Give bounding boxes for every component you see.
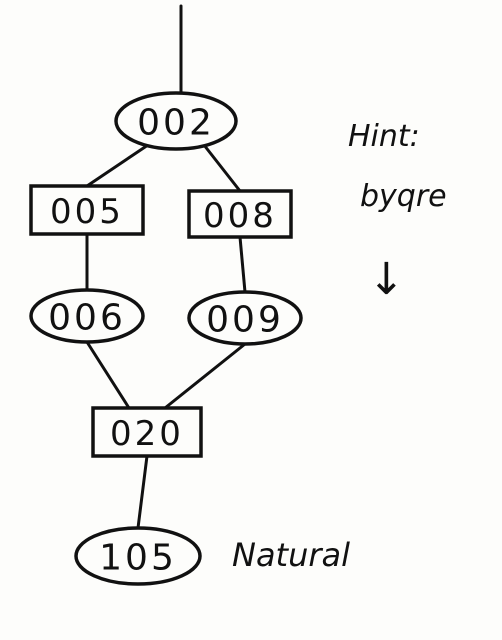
edge-006-to-020: [85, 340, 131, 410]
edge-002-to-008: [202, 143, 242, 193]
node-002-label: 002: [137, 103, 215, 144]
nodes-layer: 002 005 008 006 009 020 105: [29, 91, 303, 586]
node-006: 006: [29, 288, 145, 344]
node-105-side-label: Natural: [232, 536, 350, 574]
node-002: 002: [114, 91, 238, 151]
node-020-box: [91, 406, 203, 458]
edge-009-to-020: [163, 342, 247, 410]
edge-002-to-005: [85, 143, 150, 188]
node-006-label: 006: [48, 298, 126, 339]
node-009: 009: [187, 290, 303, 346]
edges-layer: [85, 143, 247, 530]
hint-arrow-icon: ↓: [368, 254, 405, 305]
node-006-ellipse: [29, 288, 145, 344]
node-020: 020: [91, 406, 203, 458]
hint-title: Hint:: [348, 119, 420, 154]
node-008-box: [187, 189, 293, 239]
node-008-label: 008: [203, 196, 277, 236]
hint-code: byqre: [360, 179, 447, 214]
node-009-ellipse: [187, 290, 303, 346]
edge-020-to-105: [136, 454, 149, 530]
node-002-ellipse: [114, 91, 238, 151]
node-009-label: 009: [206, 300, 284, 341]
node-005-label: 005: [50, 192, 124, 232]
edge-008-to-009: [238, 235, 247, 294]
node-020-label: 020: [110, 414, 184, 454]
node-005-box: [29, 184, 145, 236]
node-105-label: 105: [99, 538, 177, 579]
node-105: 105: [74, 526, 202, 586]
node-105-ellipse: [74, 526, 202, 586]
node-008: 008: [187, 189, 293, 239]
node-005: 005: [29, 184, 145, 236]
